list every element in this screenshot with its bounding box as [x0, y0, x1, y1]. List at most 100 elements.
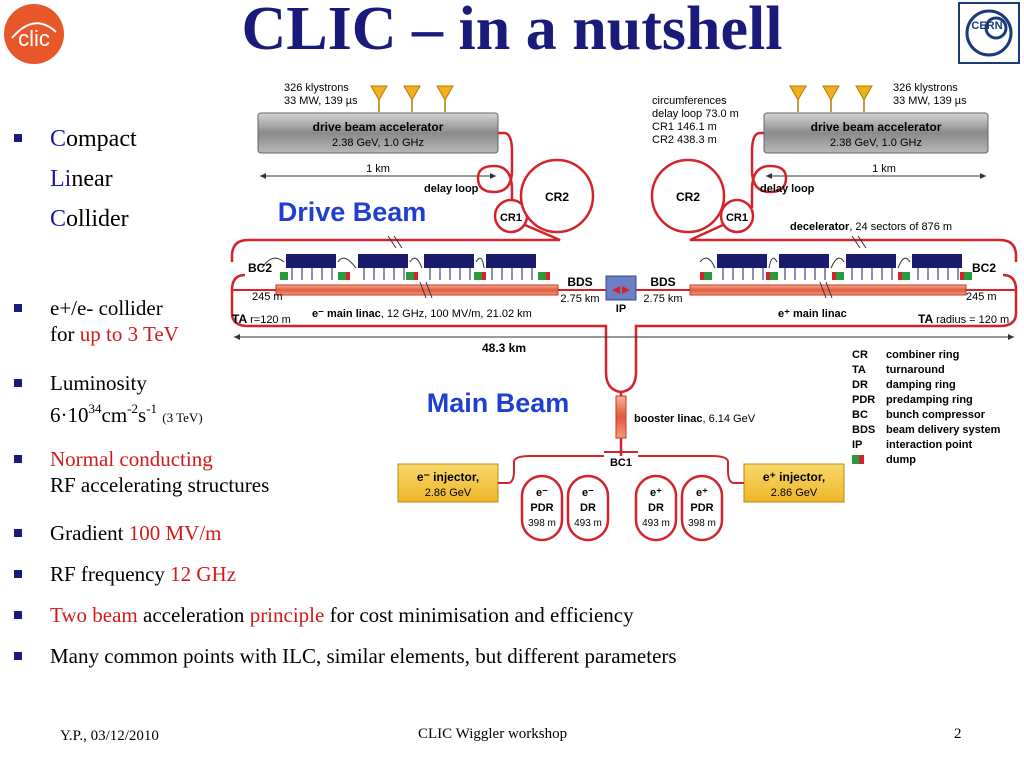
bullet-marker	[14, 304, 22, 312]
decelerator-modules-right	[699, 254, 972, 280]
cern-logo: CERN	[958, 2, 1020, 64]
svg-text:CERN: CERN	[971, 20, 1002, 32]
svg-text:CR1 146.1 m: CR1 146.1 m	[652, 121, 717, 133]
decelerator-label: decelerator, 24 sectors of 876 m	[790, 221, 952, 233]
acronym-rest: ompact	[66, 126, 137, 152]
svg-text:turnaround: turnaround	[886, 364, 945, 376]
e-minus-injector-label: e⁻ injector,	[417, 470, 479, 484]
main-beam-title: Main Beam	[427, 388, 570, 418]
bullet-highlight: 12 GHz	[170, 562, 237, 586]
interaction-point	[605, 275, 637, 301]
drive-beam-title: Drive Beam	[278, 197, 427, 227]
ring-e-plus-dr	[634, 474, 678, 542]
main-beam-path-right	[634, 273, 1018, 372]
dba-sub: 2.38 GeV, 1.0 GHz	[830, 137, 922, 149]
svg-text:BC: BC	[852, 409, 868, 421]
svg-text:circumferences: circumferences	[652, 95, 727, 107]
bds-label-right: BDS	[650, 275, 675, 289]
drive-beam-transport-right	[689, 223, 1018, 262]
bc1-label: BC1	[610, 457, 632, 469]
cr2-right	[650, 158, 726, 234]
dump-icon	[852, 455, 859, 464]
cr1-label-left: CR1	[500, 212, 522, 224]
acronym-rest: near	[71, 166, 113, 192]
e-plus-injector-energy: 2.86 GeV	[771, 487, 818, 499]
svg-text:beam delivery system: beam delivery system	[886, 424, 1001, 436]
bullet-text: for	[50, 322, 80, 346]
bullet-marker	[14, 379, 22, 387]
svg-text:e⁻: e⁻	[536, 487, 548, 499]
svg-text:PDR: PDR	[530, 502, 553, 514]
cr2-label-left: CR2	[545, 190, 569, 204]
bullet-text: Luminosity	[50, 371, 147, 395]
footer-author-date: Y.P., 03/12/2010	[60, 728, 159, 744]
decelerator-module	[486, 254, 536, 268]
e-plus-linac-label: e⁺ main linac	[778, 308, 847, 320]
booster-linac	[615, 395, 627, 439]
acronym-line: Linear	[50, 159, 137, 199]
booster-label: booster linac, 6.14 GeV	[634, 413, 756, 425]
svg-text:DR: DR	[580, 502, 596, 514]
right-klystrons: 326 klystrons 33 MW, 139 µs	[789, 82, 967, 112]
damping-rings: e⁻ PDR 398 m e⁻ DR 493 m e⁺ DR 493 m e⁺ …	[520, 474, 724, 542]
dba-label: drive beam accelerator	[313, 120, 444, 134]
clic-logo: clic	[4, 4, 64, 64]
acronym-line: Compact	[50, 119, 137, 159]
svg-text:predamping ring: predamping ring	[886, 394, 973, 406]
scale-label-right: 1 km	[872, 163, 896, 175]
delay-loop-right	[750, 131, 788, 208]
decelerator-module	[286, 254, 336, 268]
bc2-length-left: 245 m	[252, 291, 283, 303]
bc2-label-right: BC2	[972, 261, 996, 275]
dba-sub: 2.38 GeV, 1.0 GHz	[332, 137, 424, 149]
e-minus-injector-energy: 2.86 GeV	[425, 487, 472, 499]
klystron-icon	[789, 85, 807, 102]
decelerator-modules-left	[261, 254, 550, 280]
svg-text:BDS: BDS	[852, 424, 875, 436]
delay-loop-label-right: delay loop	[760, 183, 815, 195]
svg-text:PDR: PDR	[852, 394, 875, 406]
acronym-initial: Li	[50, 166, 72, 192]
svg-text:e⁺: e⁺	[696, 487, 708, 499]
svg-text:bunch compressor: bunch compressor	[886, 409, 986, 421]
svg-text:interaction point: interaction point	[886, 439, 973, 451]
svg-text:e⁺: e⁺	[650, 487, 662, 499]
drive-beam-transport-left	[230, 223, 561, 262]
delay-loop-left	[476, 131, 514, 208]
klystron-icon	[370, 85, 388, 102]
klystrons-params: 33 MW, 139 µs	[893, 95, 967, 107]
klystron-icon	[403, 85, 421, 102]
klystrons-params: 33 MW, 139 µs	[284, 95, 358, 107]
svg-text:dump: dump	[886, 454, 916, 466]
decelerator-module	[912, 254, 962, 268]
scale-label-left: 1 km	[366, 163, 390, 175]
page-number: 2	[954, 726, 962, 742]
bullet-marker	[14, 455, 22, 463]
svg-text:IP: IP	[852, 439, 862, 451]
bullet-marker	[14, 611, 22, 619]
cr2-left	[519, 158, 595, 234]
svg-text:PDR: PDR	[690, 502, 713, 514]
acronym-initial: C	[50, 126, 67, 152]
svg-text:clic: clic	[18, 26, 50, 51]
acronym-initial: C	[50, 206, 67, 232]
footer-event: CLIC Wiggler workshop	[418, 726, 568, 742]
cr1-label-right: CR1	[726, 212, 748, 224]
svg-text:398 m: 398 m	[688, 518, 716, 529]
bullet-highlight: Normal conducting	[50, 447, 213, 471]
bds-label-left: BDS	[567, 275, 592, 289]
svg-text:damping ring: damping ring	[886, 379, 956, 391]
svg-text:CR2 438.3 m: CR2 438.3 m	[652, 134, 717, 146]
bullet-text: Many common points with ILC, similar ele…	[50, 644, 677, 668]
decelerator-module	[424, 254, 474, 268]
delay-loop-label-left: delay loop	[424, 183, 479, 195]
decelerator-module	[358, 254, 408, 268]
e-minus-main-linac	[275, 284, 559, 296]
klystrons-label: 326 klystrons	[893, 82, 958, 94]
ip-label: IP	[616, 303, 626, 315]
klystron-icon	[436, 85, 454, 102]
decelerator-module	[779, 254, 829, 268]
